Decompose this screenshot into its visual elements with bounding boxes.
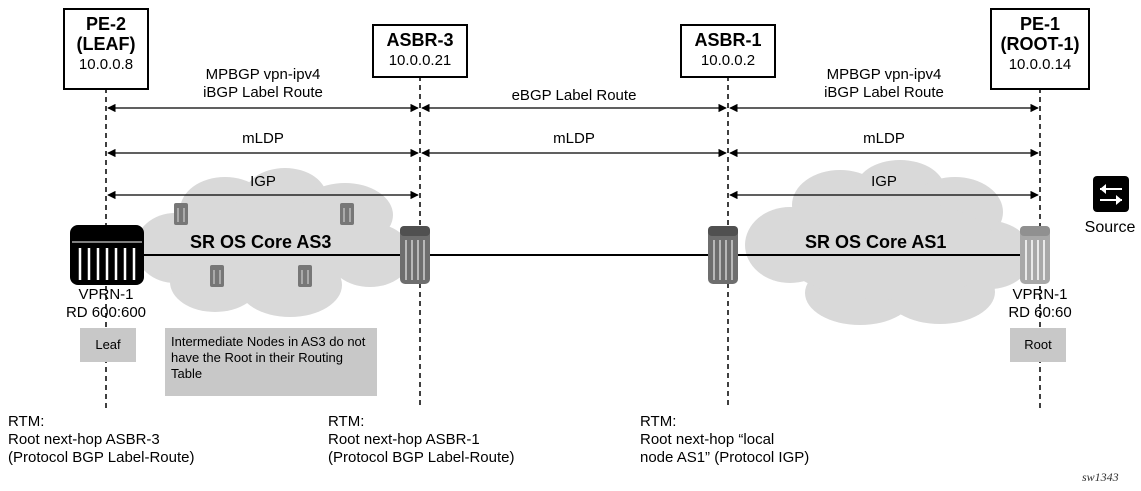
middle-bgp-label: eBGP Label Route bbox=[511, 87, 637, 104]
rtm-left-line2: Root next-hop ASBR-3 bbox=[8, 431, 160, 448]
pe2-router-icon bbox=[70, 225, 144, 285]
vprn-right-line2: RD 60:60 bbox=[1008, 304, 1072, 321]
source-label: Source bbox=[1084, 219, 1136, 236]
left-bgp-label-line1: MPBGP vpn-ipv4 bbox=[205, 66, 321, 83]
right-bgp-label-line2: iBGP Label Route bbox=[824, 84, 944, 101]
right-bgp-label: MPBGP vpn-ipv4 iBGP Label Route bbox=[784, 66, 984, 102]
rtm-middle-line3: (Protocol BGP Label-Route) bbox=[328, 449, 515, 466]
vprn-left-line1: VPRN-1 bbox=[78, 286, 134, 303]
rtm-middle-line2: Root next-hop ASBR-1 bbox=[328, 431, 480, 448]
vprn-right-line1: VPRN-1 bbox=[1012, 286, 1068, 303]
figure-id: sw1343 bbox=[1082, 470, 1119, 484]
asbr3-router-icon bbox=[400, 226, 430, 284]
rtm-right-line1: RTM: bbox=[640, 413, 677, 430]
pe1-title-line1: PE-1 bbox=[1019, 14, 1061, 34]
igp-right-label: IGP bbox=[871, 173, 897, 190]
pe1-title-line2: (ROOT-1) bbox=[1000, 34, 1080, 54]
rtm-right: RTM: Root next-hop “local node AS1” (Pro… bbox=[640, 413, 809, 467]
cloud-as1 bbox=[745, 160, 1032, 325]
asbr1-router-icon bbox=[708, 226, 738, 284]
rtm-left-line3: (Protocol BGP Label-Route) bbox=[8, 449, 195, 466]
rtm-left-line1: RTM: bbox=[8, 413, 45, 430]
rtm-right-line3: node AS1” (Protocol IGP) bbox=[640, 449, 810, 466]
vprn-left-line2: RD 600:600 bbox=[65, 304, 147, 321]
asbr3-title: ASBR-3 bbox=[386, 30, 454, 50]
mldp-middle-label: mLDP bbox=[553, 130, 595, 147]
asbr1-node-box: ASBR-1 10.0.0.2 bbox=[680, 24, 776, 78]
rtm-middle-line1: RTM: bbox=[328, 413, 365, 430]
rtm-right-line2: Root next-hop “local bbox=[640, 431, 775, 448]
pe1-router-icon bbox=[1020, 226, 1050, 284]
rtm-middle: RTM: Root next-hop ASBR-1 (Protocol BGP … bbox=[328, 413, 514, 467]
asbr3-ip: 10.0.0.21 bbox=[388, 52, 452, 69]
core-as3-label: SR OS Core AS3 bbox=[190, 232, 332, 252]
mldp-right-label: mLDP bbox=[863, 130, 905, 147]
right-bgp-label-line1: MPBGP vpn-ipv4 bbox=[826, 66, 942, 83]
leaf-tag: Leaf bbox=[80, 328, 136, 362]
asbr1-ip: 10.0.0.2 bbox=[700, 52, 756, 69]
pe2-title-line1: PE-2 bbox=[85, 14, 127, 34]
pe2-node-box: PE-2 (LEAF) 10.0.0.8 bbox=[63, 8, 149, 90]
asbr3-node-box: ASBR-3 10.0.0.21 bbox=[372, 24, 468, 78]
root-tag: Root bbox=[1010, 328, 1066, 362]
source-switch-icon bbox=[1093, 176, 1129, 212]
rtm-left: RTM: Root next-hop ASBR-3 (Protocol BGP … bbox=[8, 413, 194, 467]
mldp-left-label: mLDP bbox=[242, 130, 284, 147]
left-bgp-label-line2: iBGP Label Route bbox=[203, 84, 323, 101]
igp-left-label: IGP bbox=[250, 173, 276, 190]
core-as1-label: SR OS Core AS1 bbox=[805, 232, 947, 252]
asbr1-title: ASBR-1 bbox=[694, 30, 762, 50]
left-bgp-label: MPBGP vpn-ipv4 iBGP Label Route bbox=[163, 66, 363, 102]
pe2-title-line2: (LEAF) bbox=[76, 34, 136, 54]
pe2-ip: 10.0.0.8 bbox=[78, 56, 134, 73]
vprn-right: VPRN-1 RD 60:60 bbox=[980, 286, 1100, 322]
pe1-ip: 10.0.0.14 bbox=[1008, 56, 1072, 73]
intermediate-note: Intermediate Nodes in AS3 do not have th… bbox=[165, 328, 377, 396]
vprn-left: VPRN-1 RD 600:600 bbox=[46, 286, 166, 322]
pe1-node-box: PE-1 (ROOT-1) 10.0.0.14 bbox=[990, 8, 1090, 90]
